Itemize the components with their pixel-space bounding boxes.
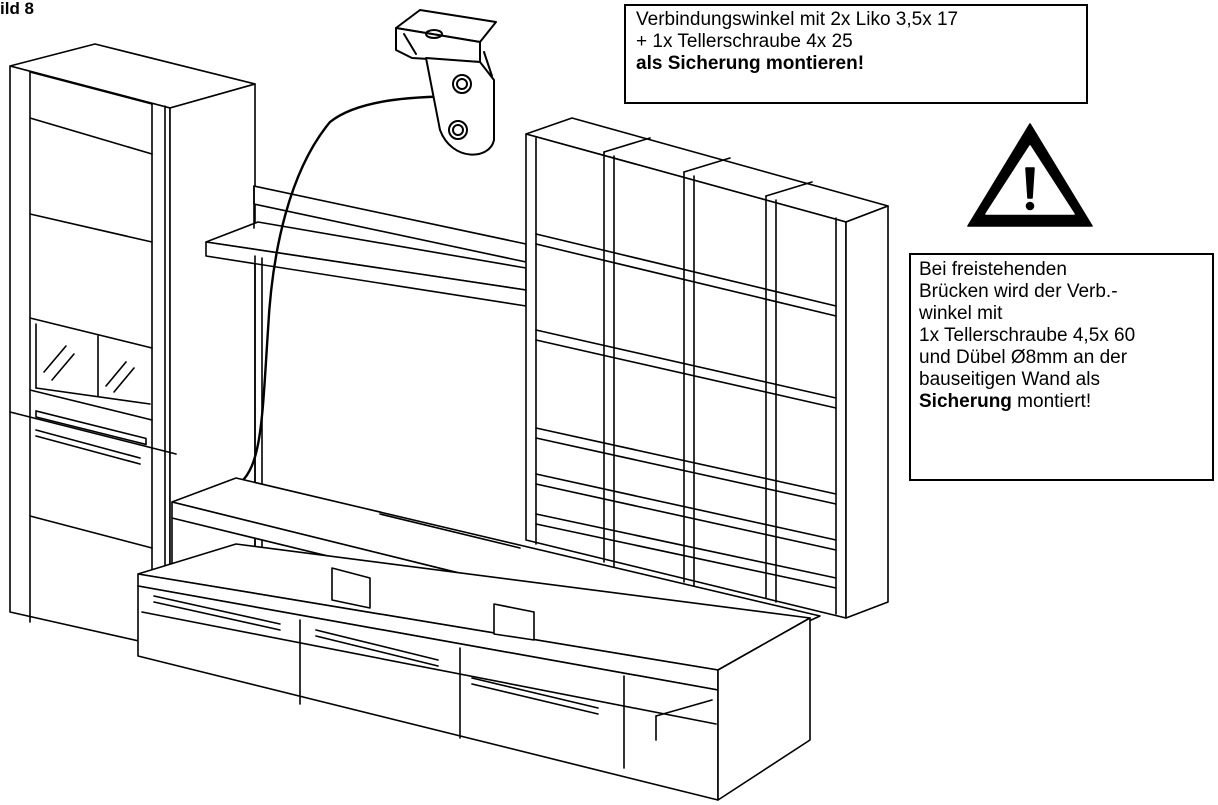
note-line: + 1x Tellerschraube 4x 25 — [636, 31, 853, 52]
note-line: winkel mit — [919, 303, 1003, 324]
freestanding-bridge-note: Bei freistehenden Brücken wird der Verb.… — [909, 253, 1214, 481]
cable — [234, 94, 476, 488]
note-line: 1x Tellerschraube 4,5x 60 — [919, 325, 1136, 346]
bookcase — [525, 117, 889, 619]
warning-triangle-icon — [967, 123, 1093, 227]
note-line: Bei freistehenden — [919, 259, 1067, 280]
wall-shelf — [205, 185, 527, 307]
note-line-emphasis: Sicherung — [919, 391, 1012, 412]
tv-sideboard — [137, 543, 811, 801]
note-line-rest: montiert! — [1011, 391, 1092, 412]
bracket-mounting-note: Verbindungswinkel mit 2x Liko 3,5x 17 + … — [624, 4, 1088, 104]
note-line: Brücken wird der Verb.- — [919, 281, 1118, 302]
figure-label: ild 8 — [0, 0, 35, 18]
note-line: Verbindungswinkel mit 2x Liko 3,5x 17 — [636, 9, 959, 30]
note-line: Sicherung montiert! — [919, 391, 1204, 413]
note-line-emphasis: als Sicherung montieren! — [636, 53, 865, 74]
angle-bracket-icon — [395, 9, 497, 156]
note-line: bauseitigen Wand als — [919, 369, 1100, 390]
note-line: und Dübel Ø8mm an der — [919, 347, 1128, 368]
